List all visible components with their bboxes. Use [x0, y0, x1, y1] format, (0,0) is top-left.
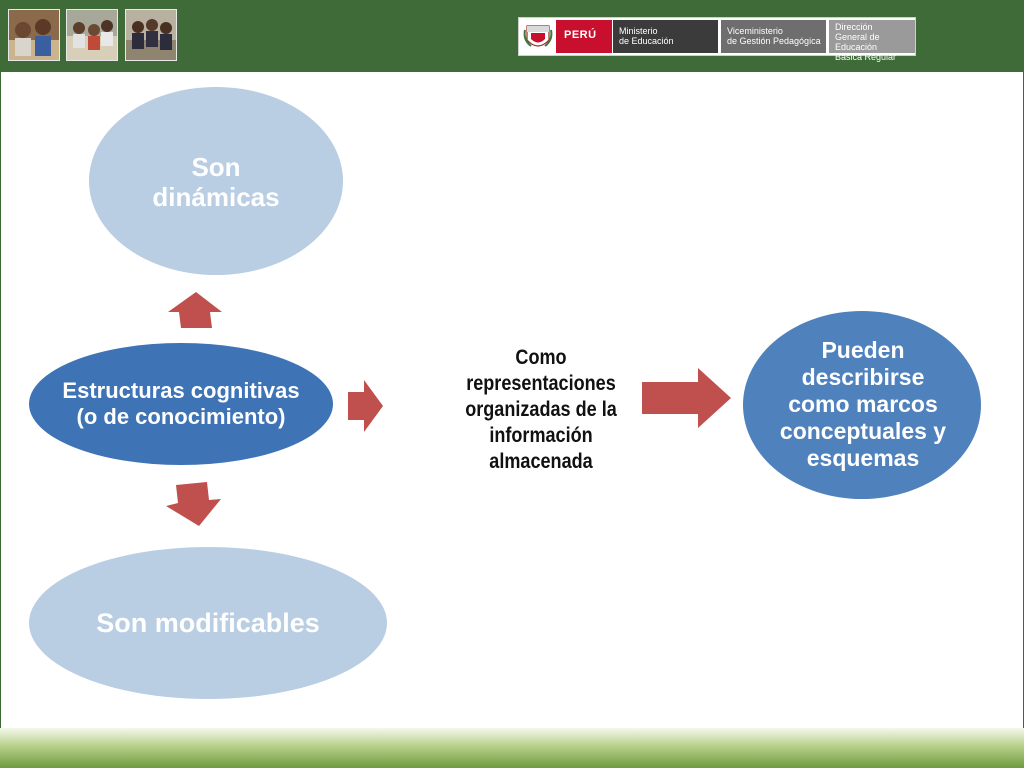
footer-band	[0, 728, 1024, 768]
main-node-ellipse	[29, 343, 333, 465]
logo-ministry-line-1: Ministerio	[619, 26, 658, 36]
center-description: Como representaciones organizadas de la …	[465, 346, 617, 473]
logo-direction-label: Dirección General de Educación Básica Re…	[829, 20, 915, 62]
bottom-node-ellipse	[29, 547, 387, 699]
photo-children-3	[125, 9, 177, 61]
logo-vice-line-1: Viceministerio	[727, 26, 783, 36]
right-node-label: Pueden describirse como marcos conceptua…	[779, 336, 947, 471]
ministry-logo: PERÚ Ministerio de Educación Viceministe…	[518, 17, 916, 62]
logo-direction-line-1: Dirección	[835, 22, 873, 32]
coat-of-arms-icon	[523, 20, 553, 53]
arrow-down-icon	[166, 482, 221, 526]
top-node-label: Son dinámicas	[152, 152, 280, 212]
arrow-right-small-icon	[348, 380, 383, 432]
logo-ministry-label: Ministerio de Educación	[613, 20, 718, 53]
logo-vice-label: Viceministerio de Gestión Pedagógica	[721, 20, 826, 53]
logo-direction-line-2: General de Educación	[835, 32, 880, 52]
bottom-node-label: Son modificables	[96, 608, 320, 638]
logo-direction-line-3: Básica Regular	[835, 52, 897, 62]
top-node-ellipse	[89, 87, 343, 275]
photo-children-1	[8, 9, 60, 61]
arrow-right-large-icon	[642, 368, 731, 428]
logo-vice-line-2: de Gestión Pedagógica	[727, 36, 821, 46]
logo-ministry-line-2: de Educación	[619, 36, 674, 46]
right-node-ellipse	[743, 311, 981, 499]
header-bar: PERÚ Ministerio de Educación Viceministe…	[0, 0, 1024, 72]
main-node-label: Estructuras cognitivas (o de conocimient…	[62, 378, 300, 429]
logo-peru-label: PERÚ	[556, 20, 612, 53]
photo-children-2	[66, 9, 118, 61]
arrow-up-icon	[168, 292, 222, 328]
